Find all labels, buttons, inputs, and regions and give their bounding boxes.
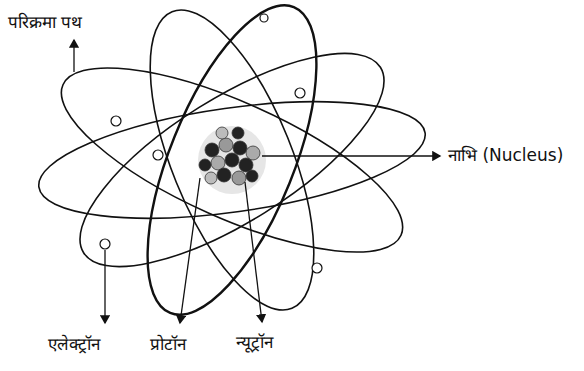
orbit-paths	[32, 0, 433, 336]
orbit-label: परिक्रमा पथ	[6, 12, 84, 32]
neutron-label: न्यूट्रॉन	[234, 332, 275, 352]
nucleus	[198, 126, 266, 194]
leader-lines	[74, 40, 440, 323]
nucleus-label: नाभि (Nucleus)	[446, 145, 565, 165]
electrons	[100, 14, 322, 273]
proton-label: प्रोटॉन	[148, 334, 188, 354]
electron-label: एलेक्ट्रॉन	[46, 334, 102, 354]
